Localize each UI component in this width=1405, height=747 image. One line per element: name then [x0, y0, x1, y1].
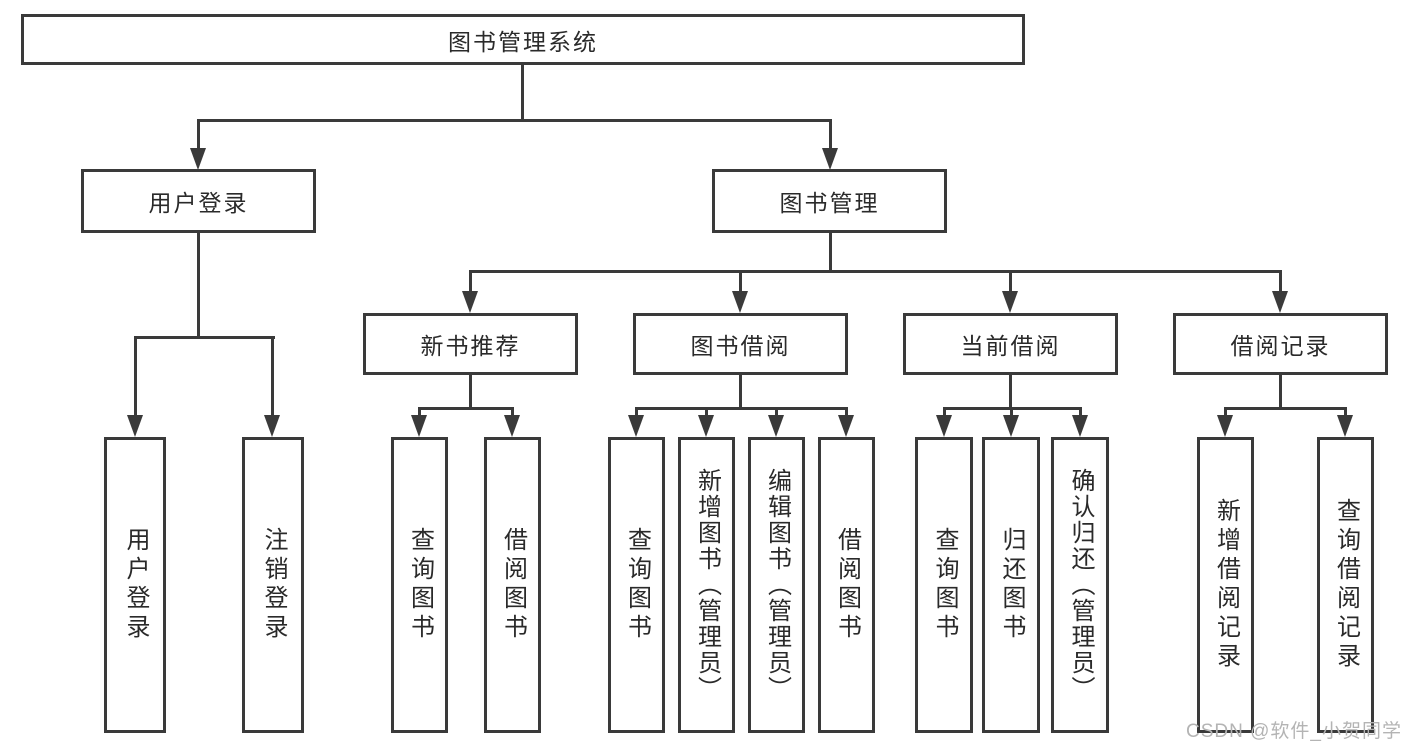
connector-line	[271, 336, 274, 415]
connector-line	[829, 119, 832, 148]
connector-line	[705, 407, 708, 415]
connector-line	[134, 336, 275, 339]
arrow-down-icon	[838, 415, 854, 437]
connector-line	[418, 407, 514, 410]
arrow-down-icon	[504, 415, 520, 437]
node-user-login-label: 用户登录	[148, 190, 249, 216]
arrow-down-icon	[1217, 415, 1233, 437]
connector-line	[845, 407, 848, 415]
node-user-login: 用户登录	[81, 169, 316, 233]
arrow-down-icon	[822, 148, 838, 170]
arrow-down-icon	[190, 148, 206, 170]
node-root-label: 图书管理系统	[448, 28, 598, 55]
node-new-book-recommend: 新书推荐	[363, 313, 578, 375]
arrow-down-icon	[1002, 291, 1018, 313]
connector-line	[1010, 407, 1013, 415]
connector-line	[469, 270, 1282, 273]
leaf-borrow-books: 借阅图书	[484, 437, 541, 733]
arrow-down-icon	[462, 291, 478, 313]
leaf-user-login-label: 用户登录	[122, 527, 149, 643]
connector-line	[1009, 270, 1012, 291]
connector-line	[1279, 270, 1282, 291]
connector-line	[1009, 375, 1012, 407]
leaf-add-book-admin-label: 新增图书（管理员）	[693, 468, 721, 702]
node-borrow-records-label: 借阅记录	[1230, 333, 1331, 359]
node-borrow-records: 借阅记录	[1173, 313, 1388, 375]
connector-line	[635, 407, 847, 410]
node-book-borrow-label: 图书借阅	[690, 333, 791, 359]
connector-line	[1344, 407, 1347, 415]
node-current-borrow: 当前借阅	[903, 313, 1118, 375]
leaf-borrow-books-label: 借阅图书	[499, 527, 527, 643]
connector-line	[418, 407, 421, 415]
arrow-down-icon	[936, 415, 952, 437]
connector-line	[1224, 407, 1346, 410]
leaf-borrow-books-label: 借阅图书	[833, 527, 861, 643]
leaf-query-books-label: 查询图书	[623, 527, 651, 643]
leaf-return-books-label: 归还图书	[998, 527, 1025, 643]
connector-line	[134, 336, 137, 415]
node-book-borrow: 图书借阅	[633, 313, 848, 375]
connector-line	[469, 375, 472, 407]
leaf-edit-book-admin-label: 编辑图书（管理员）	[763, 468, 791, 702]
connector-line	[739, 270, 742, 291]
connector-line	[511, 407, 514, 415]
connector-line	[1224, 407, 1227, 415]
arrow-down-icon	[411, 415, 427, 437]
arrow-down-icon	[698, 415, 714, 437]
watermark: CSDN @软件_小贺同学	[1186, 721, 1402, 742]
node-current-borrow-label: 当前借阅	[960, 333, 1061, 359]
leaf-add-borrow-record-label: 新增借阅记录	[1212, 498, 1240, 672]
arrow-down-icon	[127, 415, 143, 437]
arrow-down-icon	[264, 415, 280, 437]
leaf-confirm-return-admin-label: 确认归还（管理员）	[1067, 468, 1094, 702]
connector-line	[197, 233, 200, 336]
arrow-down-icon	[768, 415, 784, 437]
node-new-book-recommend-label: 新书推荐	[420, 333, 521, 359]
node-book-management: 图书管理	[712, 169, 947, 233]
arrow-down-icon	[1072, 415, 1088, 437]
connector-line	[1279, 375, 1282, 407]
arrow-down-icon	[732, 291, 748, 313]
leaf-add-book-admin: 新增图书（管理员）	[678, 437, 735, 733]
leaf-edit-book-admin: 编辑图书（管理员）	[748, 437, 805, 733]
leaf-borrow-books: 借阅图书	[818, 437, 875, 733]
connector-line	[521, 64, 524, 119]
connector-line	[739, 375, 742, 407]
leaf-query-borrow-record-label: 查询借阅记录	[1332, 498, 1360, 672]
leaf-query-books-label: 查询图书	[406, 527, 434, 643]
leaf-query-books: 查询图书	[915, 437, 973, 733]
connector-line	[197, 119, 200, 148]
leaf-query-books: 查询图书	[608, 437, 665, 733]
leaf-confirm-return-admin: 确认归还（管理员）	[1051, 437, 1109, 733]
arrow-down-icon	[1003, 415, 1019, 437]
leaf-query-borrow-record: 查询借阅记录	[1317, 437, 1374, 733]
leaf-logout-login: 注销登录	[242, 437, 304, 733]
node-root: 图书管理系统	[21, 14, 1025, 65]
arrow-down-icon	[1272, 291, 1288, 313]
connector-line	[635, 407, 638, 415]
connector-line	[829, 233, 832, 270]
connector-line	[197, 119, 832, 122]
leaf-return-books: 归还图书	[982, 437, 1040, 733]
connector-line	[943, 407, 946, 415]
connector-line	[1079, 407, 1082, 415]
leaf-query-books: 查询图书	[391, 437, 448, 733]
leaf-logout-login-label: 注销登录	[260, 527, 287, 643]
connector-line	[469, 270, 472, 291]
leaf-add-borrow-record: 新增借阅记录	[1197, 437, 1254, 733]
arrow-down-icon	[628, 415, 644, 437]
node-book-management-label: 图书管理	[779, 190, 880, 216]
connector-line	[775, 407, 778, 415]
leaf-query-books-label: 查询图书	[931, 527, 958, 643]
arrow-down-icon	[1337, 415, 1353, 437]
leaf-user-login: 用户登录	[104, 437, 166, 733]
